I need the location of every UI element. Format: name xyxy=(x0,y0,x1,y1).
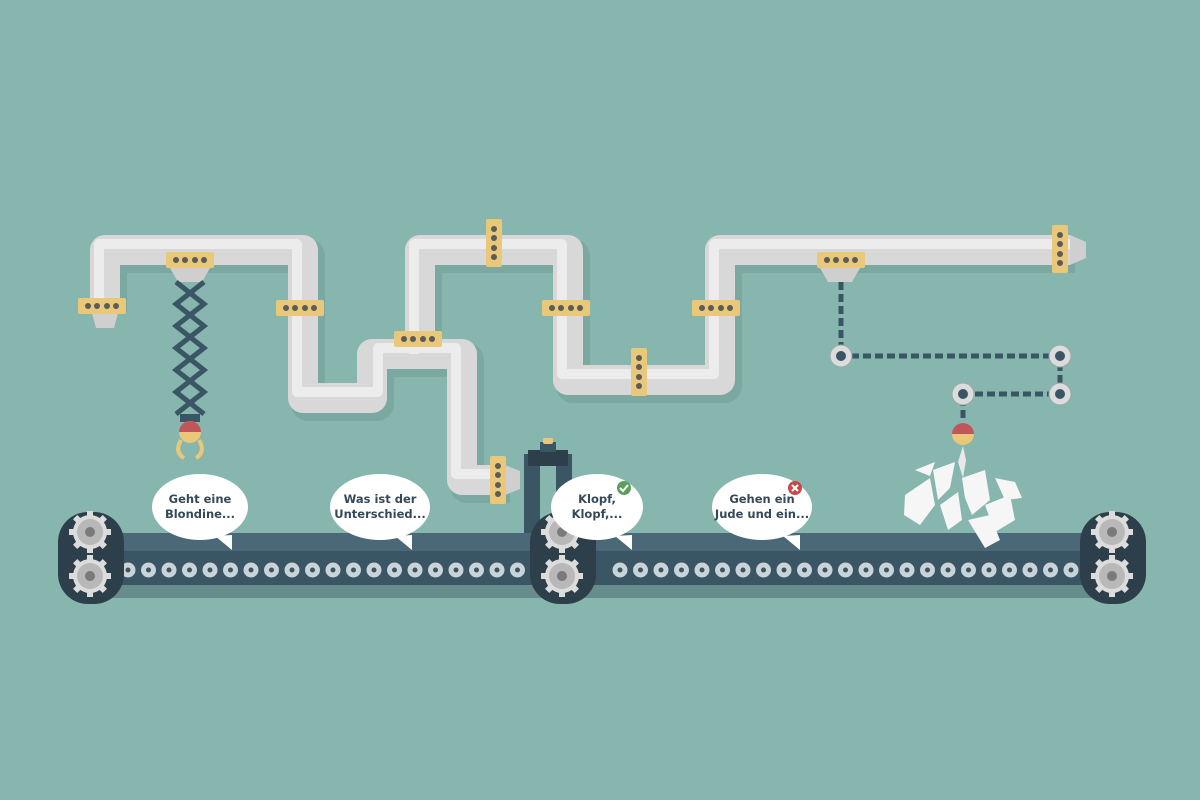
belt-roller-hub xyxy=(617,567,623,573)
belt-roller-hub xyxy=(1068,567,1074,573)
belt-roller-hub xyxy=(207,567,213,573)
bubble-1-line1: Geht eine xyxy=(169,492,232,506)
belt-roller-hub xyxy=(289,567,295,573)
belt-roller-hub xyxy=(720,567,725,573)
belt-roller-hub xyxy=(1027,567,1033,573)
belt-roller-hub xyxy=(494,567,500,573)
belt-roller-hub xyxy=(453,567,459,573)
belt-roller-hub xyxy=(392,567,397,573)
belt-roller-hub xyxy=(228,567,233,573)
speech-bubble-4: Gehen ein Jude und ein... xyxy=(712,474,812,550)
belt-roller-hub xyxy=(925,567,930,573)
chain-drive xyxy=(829,282,1072,478)
cross-icon xyxy=(788,481,802,495)
belt-roller-hub xyxy=(884,567,889,573)
belt-roller-hub xyxy=(412,567,418,573)
belt-roller-hub xyxy=(433,567,438,573)
belt-roller-hub xyxy=(146,567,151,573)
belt-roller-hub xyxy=(781,567,787,573)
belt-roller-hub xyxy=(986,567,992,573)
belt-roller-hub xyxy=(699,567,705,573)
belt-roller-hub xyxy=(843,567,848,573)
belt-roller-hub xyxy=(1048,567,1053,573)
belt-roller-hub xyxy=(310,567,315,573)
gear-housing-right xyxy=(1080,511,1146,604)
bubble-1-line2: Blondine... xyxy=(165,507,235,521)
speech-bubble-3: Klopf, Klopf,... xyxy=(551,474,643,550)
belt-rollers xyxy=(120,562,1079,578)
belt-roller-hub xyxy=(125,567,131,573)
belt-roller-hub xyxy=(863,567,869,573)
gear-housing-left xyxy=(58,511,124,604)
belt-roller-hub xyxy=(740,567,746,573)
belt-roller-hub xyxy=(679,567,684,573)
scissor-arm xyxy=(171,280,209,416)
belt-roller-hub xyxy=(822,567,828,573)
pipe-system xyxy=(90,235,1075,503)
belt-roller-hub xyxy=(351,567,356,573)
belt-roller-hub xyxy=(658,567,664,573)
belt-roller-hub xyxy=(371,567,377,573)
belt-roller-hub xyxy=(248,567,254,573)
belt-roller-hub xyxy=(187,567,192,573)
belt-roller-hub xyxy=(330,567,336,573)
bubble-3-line2: Klopf,... xyxy=(572,507,623,521)
belt-roller-hub xyxy=(515,567,520,573)
belt-roller-hub xyxy=(802,567,807,573)
bubble-2-line2: Unterschied... xyxy=(334,507,425,521)
belt-roller-hub xyxy=(1007,567,1012,573)
belt-roller-hub xyxy=(638,567,643,573)
broken-bubble xyxy=(904,462,1022,548)
bubble-4-line2: Jude und ein... xyxy=(714,507,809,521)
speech-bubble-2: Was ist der Unterschied... xyxy=(330,474,430,550)
bubble-2-line1: Was ist der xyxy=(344,492,417,506)
speech-bubble-1: Geht eine Blondine... xyxy=(152,474,248,550)
belt-roller-hub xyxy=(269,567,274,573)
belt-roller-hub xyxy=(474,567,479,573)
bubble-4-line1: Gehen ein xyxy=(729,492,794,506)
belt-roller-hub xyxy=(761,567,766,573)
belt-roller-hub xyxy=(904,567,910,573)
belt-roller-hub xyxy=(166,567,172,573)
belt-roller-hub xyxy=(945,567,951,573)
check-icon xyxy=(617,481,631,495)
belt-roller-hub xyxy=(966,567,971,573)
claw xyxy=(176,414,204,460)
bubble-3-line1: Klopf, xyxy=(578,492,616,506)
